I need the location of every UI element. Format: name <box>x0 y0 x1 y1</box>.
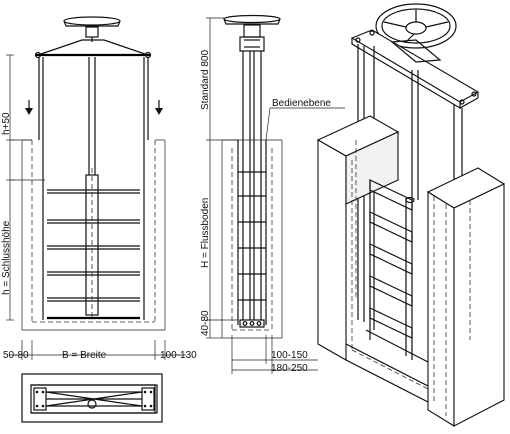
iso-handwheel <box>375 3 457 49</box>
iso-gate-leaf <box>369 179 415 360</box>
side-dimensions <box>206 17 345 374</box>
front-view: h+50 h = Schlusshöhe 50-80 B = Breite 10… <box>1 16 197 361</box>
iso-right-wall <box>426 167 506 427</box>
label-standard-800: Standard 800 <box>200 50 211 110</box>
front-level-arrows <box>25 100 163 115</box>
label-180-250: 180-250 <box>271 363 308 374</box>
label-width-right: 100-130 <box>160 350 197 361</box>
label-breite: B = Breite <box>62 350 107 361</box>
front-handwheel <box>63 16 121 42</box>
front-dimensions <box>6 54 186 360</box>
label-schlusshoehe: h = Schlusshöhe <box>1 220 12 295</box>
label-h-plus-50: h+50 <box>1 112 12 135</box>
iso-bridge <box>350 29 480 110</box>
side-handwheel <box>223 14 281 52</box>
isometric-view <box>316 3 506 427</box>
side-view: Standard 800 Bedienebene H = Flussboden … <box>200 14 345 374</box>
label-width-left: 50-80 <box>3 350 29 361</box>
front-bridge <box>34 39 152 59</box>
iso-left-wall <box>316 115 400 361</box>
plan-view <box>21 373 163 423</box>
label-40-80: 40-80 <box>200 310 211 336</box>
side-leaf-segments <box>238 171 266 328</box>
label-flussboden: H = Flussboden <box>200 198 211 268</box>
front-gate-leaf <box>47 168 140 320</box>
side-channel <box>221 139 283 339</box>
label-bedienebene: Bedienebene <box>272 98 331 109</box>
label-100-150: 100-150 <box>271 350 308 361</box>
iso-base <box>345 329 431 403</box>
